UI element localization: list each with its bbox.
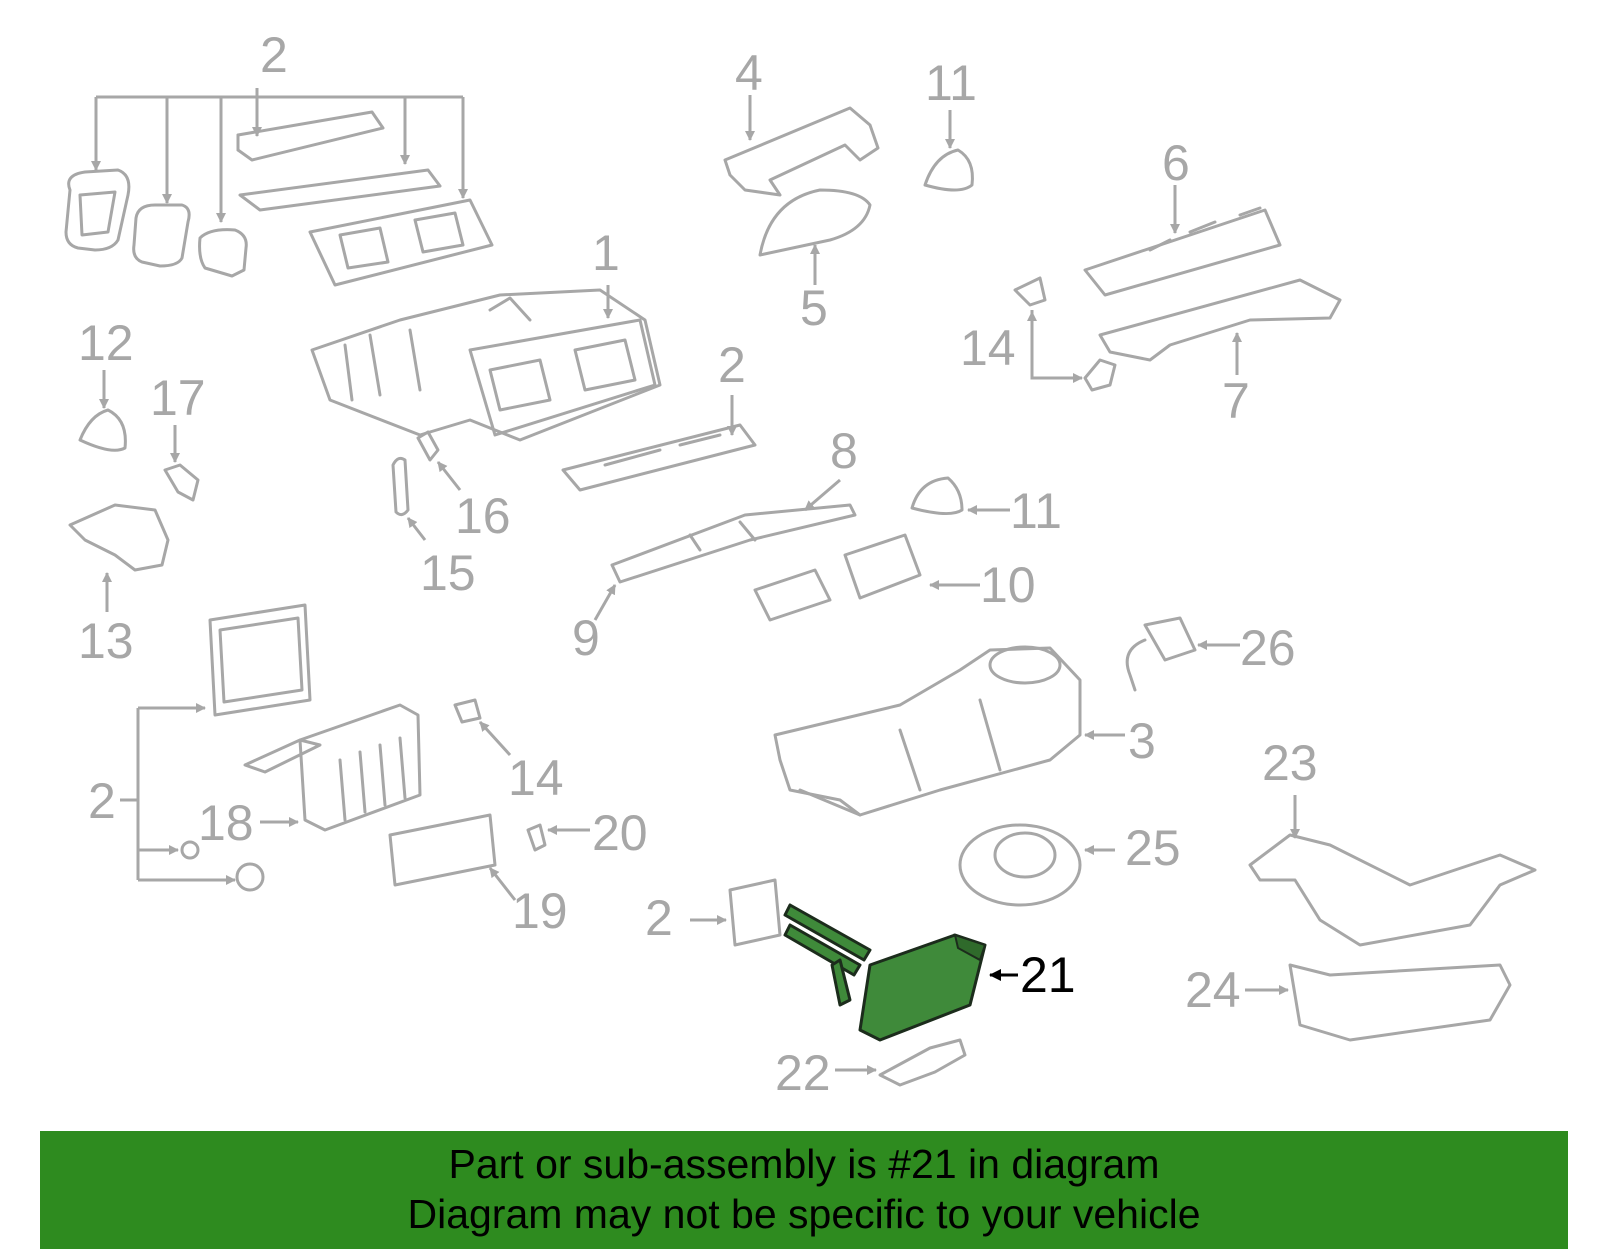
- callout-4: 4: [735, 45, 763, 101]
- evaporator-group: [120, 603, 590, 901]
- part-info-banner: Part or sub-assembly is #21 in diagram D…: [40, 1131, 1568, 1249]
- callout-labels: 2 4 11 1 6 12 17 5 14 7 2 8 16 11 15 13 …: [78, 27, 1318, 1101]
- plate-2-center: [561, 395, 757, 492]
- callout-7: 7: [1222, 373, 1250, 429]
- callout-14: 14: [960, 320, 1016, 376]
- callout-23: 23: [1262, 735, 1318, 791]
- callout-13: 13: [78, 613, 134, 669]
- callout-2: 2: [88, 773, 116, 829]
- callout-1: 1: [592, 225, 620, 281]
- callout-2: 2: [718, 337, 746, 393]
- heater-core-highlighted: [783, 903, 1018, 1042]
- callout-2: 2: [645, 890, 673, 946]
- callout-10: 10: [980, 557, 1036, 613]
- blower-housing: [773, 645, 1125, 817]
- callout-18: 18: [198, 795, 254, 851]
- callout-16: 16: [455, 488, 511, 544]
- lower-right-parts: [958, 795, 1537, 1042]
- callout-17: 17: [150, 370, 206, 426]
- left-parts: [68, 370, 200, 612]
- banner-line-1: Part or sub-assembly is #21 in diagram: [448, 1141, 1160, 1187]
- duct-parts-6-7-14: [1013, 185, 1342, 392]
- callout-6: 6: [1162, 135, 1190, 191]
- callout-20: 20: [592, 805, 648, 861]
- banner-line-2: Diagram may not be specific to your vehi…: [407, 1191, 1201, 1237]
- callout-21: 21: [1020, 947, 1076, 1003]
- callout-25: 25: [1125, 820, 1181, 876]
- part-26: [1125, 616, 1240, 692]
- main-case: [310, 285, 662, 442]
- doors-8-9-10: [593, 478, 980, 622]
- callout-14: 14: [508, 750, 564, 806]
- callout-9: 9: [572, 610, 600, 666]
- callout-2: 2: [260, 27, 288, 83]
- callout-5: 5: [800, 280, 828, 336]
- duct-parts-4-5: [723, 95, 880, 285]
- callout-11: 11: [1010, 483, 1062, 539]
- part-22: [835, 1038, 967, 1087]
- callout-22: 22: [775, 1045, 831, 1101]
- plate-2-lower: [690, 878, 782, 947]
- callout-15: 15: [420, 545, 476, 601]
- callout-8: 8: [830, 423, 858, 479]
- callout-11: 11: [925, 55, 977, 111]
- callout-3: 3: [1128, 713, 1156, 769]
- parts-diagram: 2 4 11 1 6 12 17 5 14 7 2 8 16 11 15 13 …: [64, 27, 1537, 1101]
- vent-trim-group: [64, 88, 494, 287]
- callout-12: 12: [78, 315, 134, 371]
- callout-19: 19: [512, 883, 568, 939]
- callout-24: 24: [1185, 962, 1241, 1018]
- caps-11: [910, 110, 1010, 515]
- parts-15-16: [391, 430, 462, 541]
- callout-26: 26: [1240, 620, 1296, 676]
